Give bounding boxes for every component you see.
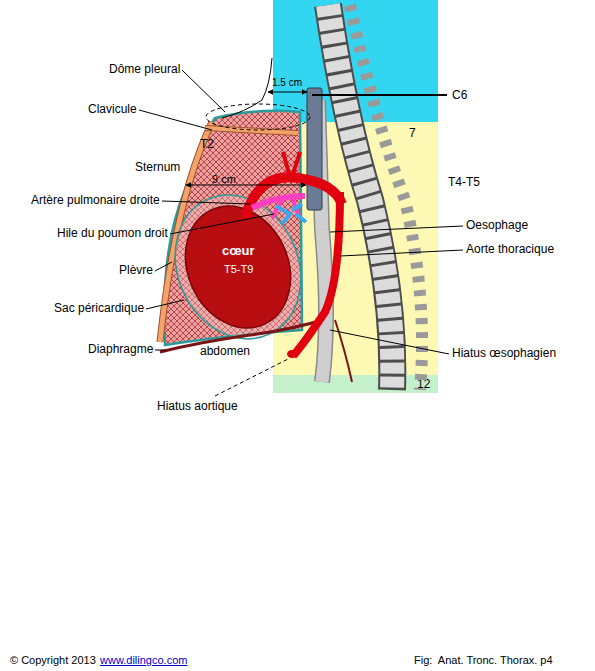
leader-line — [182, 70, 225, 112]
anatomy-label: Artère pulmonaire droite — [31, 193, 160, 207]
anatomy-label: Clavicule — [88, 102, 137, 116]
anatomy-label: Plèvre — [119, 263, 153, 277]
leader-line — [146, 300, 184, 309]
leader-line — [162, 201, 250, 204]
anatomy-label: C6 — [452, 88, 467, 102]
leader-line — [215, 358, 290, 396]
dimension-line — [268, 92, 307, 93]
leader-line — [155, 350, 166, 351]
leader-line — [330, 330, 449, 354]
neck-outline — [222, 58, 272, 118]
anatomy-label: 1.5 cm — [272, 76, 302, 90]
anatomy-label: Aorte thoracique — [466, 242, 554, 256]
anatomy-label: Hiatus œsophagien — [452, 346, 556, 360]
leader-line — [330, 226, 463, 232]
node-text: T5-T9 — [224, 262, 253, 276]
trachea — [307, 88, 322, 210]
heart-shape: cœurT5-T9 — [182, 198, 294, 336]
leader-line — [170, 214, 274, 234]
leader-line — [340, 250, 463, 256]
leader-lines — [139, 70, 463, 396]
leader-line — [139, 110, 212, 130]
anatomy-label: Hiatus aortique — [157, 399, 238, 413]
lumbar-band: 12 — [273, 375, 438, 393]
anatomy-label: Hile du poumon droit — [57, 226, 168, 240]
node-text: 7 — [409, 126, 416, 140]
anatomy-label: Sac péricardique — [54, 301, 144, 315]
level-line — [312, 94, 447, 96]
hilum-vessels — [276, 204, 306, 224]
footer-text: Fig: Anat. Tronc. Thorax. p4 — [414, 653, 553, 667]
leader-line — [155, 262, 172, 271]
anatomy-label: Oesophage — [466, 218, 528, 232]
anatomy-label: Dôme pleural — [109, 62, 180, 76]
anatomy-label: Diaphragme — [88, 342, 153, 356]
node-text: cœur — [222, 244, 255, 258]
footer-text: © Copyright 2013 — [10, 653, 96, 667]
pleural-dome-outline — [206, 104, 310, 130]
diaphragm-crus — [335, 320, 352, 382]
heart-body — [166, 189, 310, 345]
footer-text: www.dilingco.com — [100, 653, 187, 667]
anatomy-label: abdomen — [200, 344, 250, 358]
aortic-arch — [245, 177, 342, 218]
aortic-hiatus-vessel — [287, 350, 297, 358]
anatomy-label: Sternum — [135, 160, 180, 174]
anatomy-label: 9 cm — [212, 172, 236, 186]
anatomy-label: T2 — [200, 137, 214, 151]
pericardial-sac — [152, 175, 323, 360]
dimension-line — [186, 185, 306, 186]
anatomy-label: T4-T5 — [448, 175, 480, 189]
supra-aortic-branches — [283, 152, 300, 177]
